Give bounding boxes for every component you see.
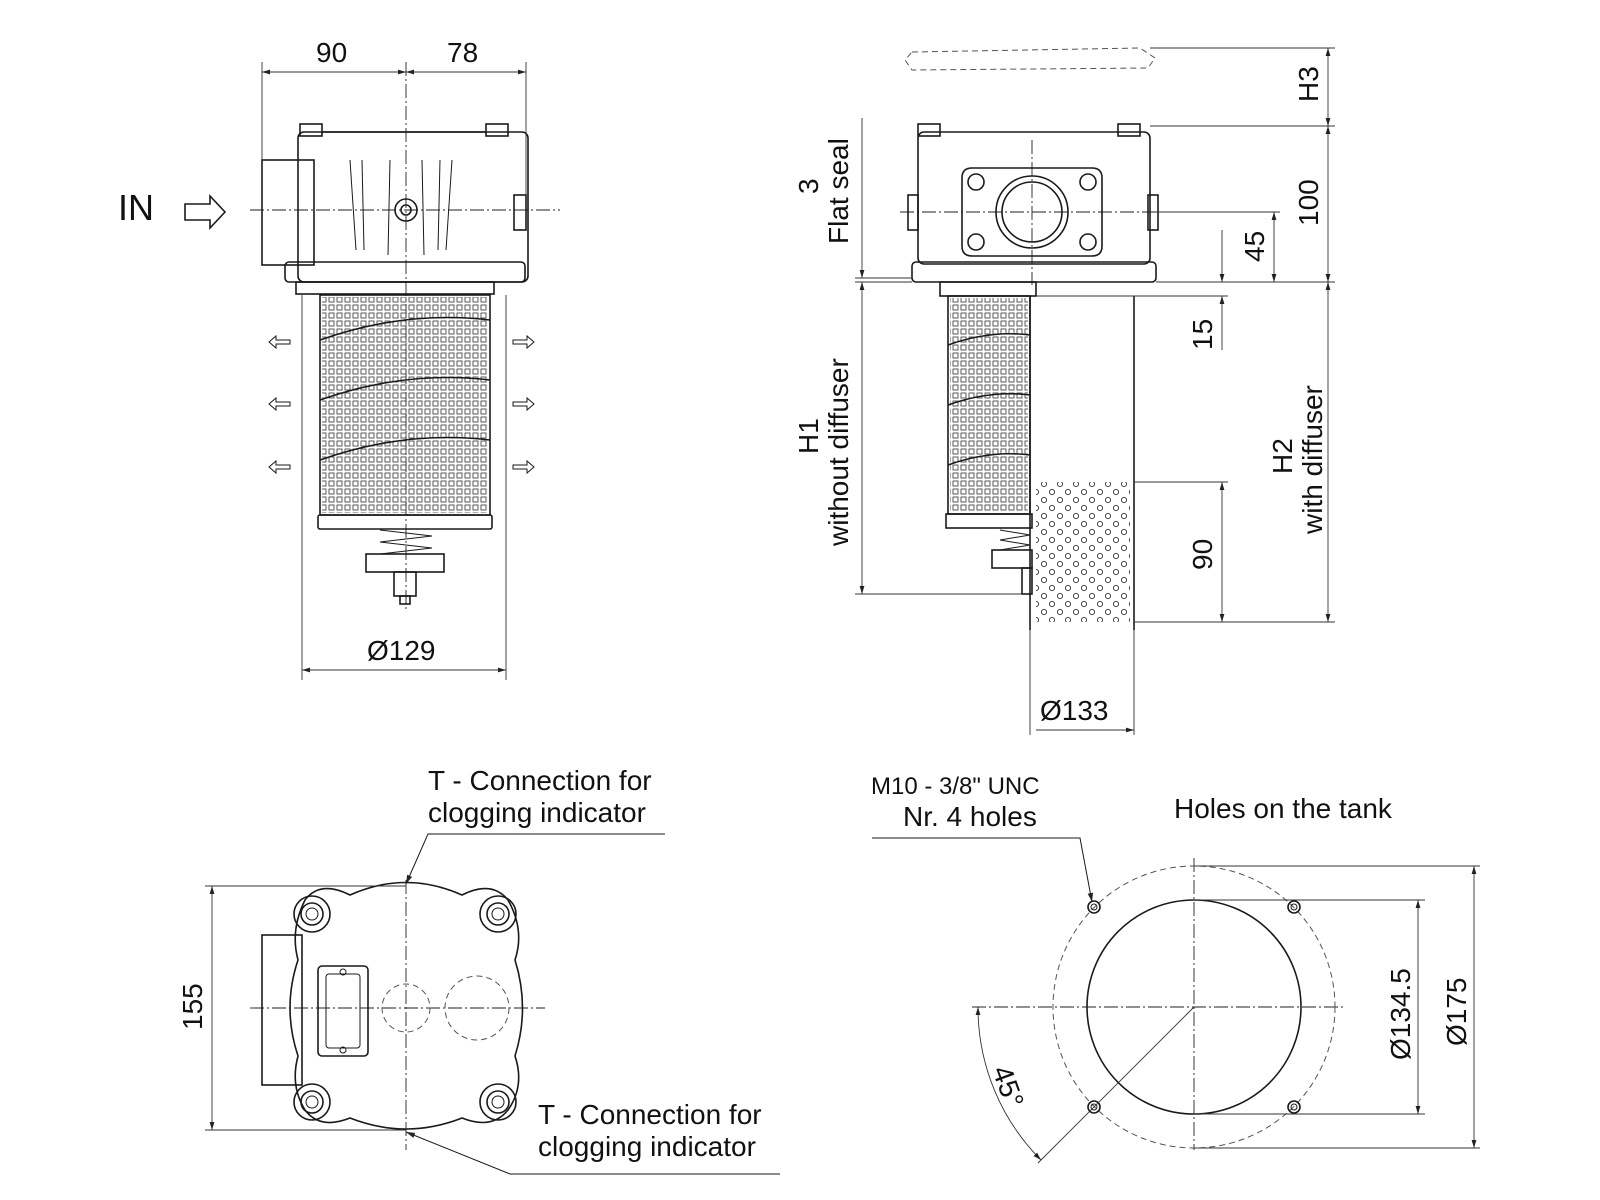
- dim-diameter-134-5: Ø134.5: [1385, 968, 1416, 1060]
- top-view: 155 T - Connection for clogging indicato…: [177, 765, 780, 1175]
- dim-diameter-133: Ø133: [1040, 695, 1109, 726]
- inlet-arrow-icon: [184, 193, 227, 231]
- callout-top-line2: clogging indicator: [428, 797, 646, 828]
- dim-90: 90: [316, 37, 347, 68]
- side-view: H3 100 45 15 90 Ø133 3 Flat seal H1 with…: [793, 47, 1335, 735]
- h1-note: without diffuser: [823, 358, 854, 547]
- h1-label: H1: [793, 418, 824, 454]
- inlet-label: IN: [118, 187, 154, 228]
- front-view: IN 90 78 Ø129: [118, 37, 560, 680]
- angle-45: 45°: [986, 1061, 1030, 1111]
- dim-h3: H3: [1293, 66, 1324, 102]
- callout-bottom-line1: T - Connection for: [538, 1099, 762, 1130]
- dim-78: 78: [447, 37, 478, 68]
- h2-note: with diffuser: [1297, 385, 1328, 535]
- callout-top-line1: T - Connection for: [428, 765, 652, 796]
- seal-number: 3: [793, 178, 824, 194]
- callout-bottom-line2: clogging indicator: [538, 1131, 756, 1162]
- dim-155: 155: [177, 983, 208, 1030]
- tank-holes-title: Holes on the tank: [1174, 793, 1393, 824]
- dim-diameter-175: Ø175: [1441, 978, 1472, 1047]
- h2-label: H2: [1267, 438, 1298, 474]
- dim-100: 100: [1293, 179, 1324, 226]
- tank-holes-view: 45° Ø134.5 Ø175 M10 - 3/8" UNC Nr. 4 hol…: [871, 773, 1480, 1164]
- seal-label: Flat seal: [823, 138, 854, 244]
- dim-90-diffuser: 90: [1187, 539, 1218, 570]
- holes-count-label: Nr. 4 holes: [903, 801, 1037, 832]
- dim-diameter-129: Ø129: [367, 635, 436, 666]
- dim-15: 15: [1187, 319, 1218, 350]
- dim-45: 45: [1239, 231, 1270, 262]
- thread-label: M10 - 3/8" UNC: [871, 773, 1040, 800]
